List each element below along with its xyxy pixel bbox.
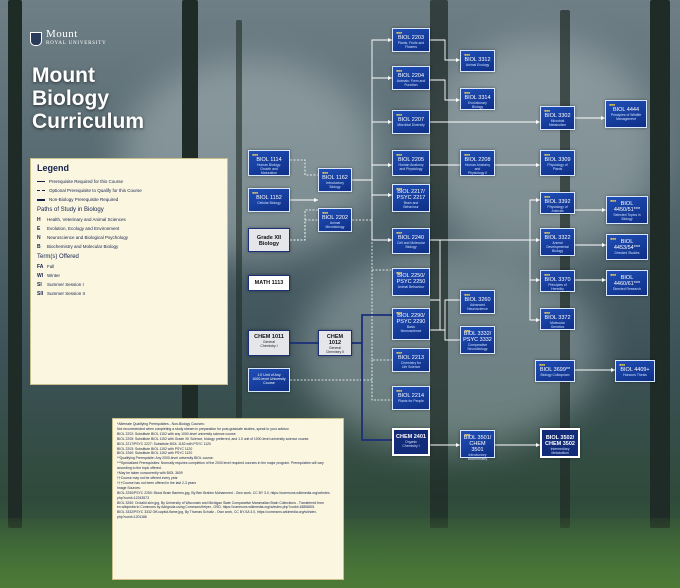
course-biol-4450: ●●●BIOL 4450/51***Selected Topics in Bio… [606,196,648,224]
course-biol-4409: ●●●BIOL 4409+Honours Thesis [615,360,655,382]
course-biol-4460: ●●●BIOL 4460/61***Directed Research [606,270,648,296]
legend-line-optional: Optional Prerequisite to Qualify for thi… [37,186,221,195]
legend-line-nonbio: Non-Biology Prerequisite Required [37,195,221,204]
course-biol-3699: ●●●BIOL 3699**Biology Colloquium [535,360,575,382]
page-title: Mount Biology Curriculum [32,64,172,133]
course-math-1113: MATH 1113 [248,275,290,291]
legend: Legend Prerequisite Required for this Co… [30,158,228,385]
logo-sub: ROYAL UNIVERSITY [46,41,107,46]
course-any-1000-level: 1.0 Unit of Any 1000-level University Co… [248,368,290,392]
crest-icon [30,32,42,46]
legend-line-required: Prerequisite Required for this Course [37,177,221,186]
footnotes: *Alternate Qualifying Prerequisites - No… [112,418,344,580]
title-line-2: Biology [32,87,109,110]
course-biol-4453: ●●●BIOL 4453/54***Directed Studies [606,234,648,260]
legend-heading: Legend [37,163,70,173]
title-line-3: Curriculum [32,110,145,133]
legend-terms-heading: Term(s) Offered [37,254,79,260]
legend-paths-heading: Paths of Study in Biology [37,207,104,213]
title-line-1: Mount [32,64,95,87]
logo-name: Mount [46,28,78,40]
course-grade-xii-biology: Grade XII Biology [248,228,290,252]
